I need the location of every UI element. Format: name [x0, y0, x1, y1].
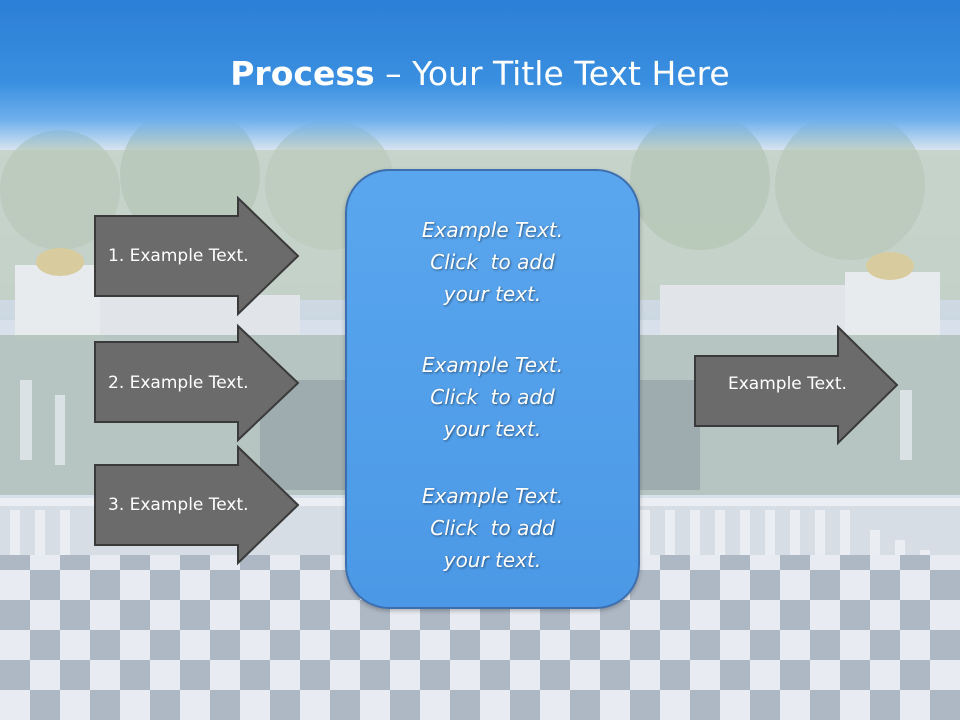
output-arrow-label: Example Text.	[728, 374, 847, 394]
arrow-label-1: 1. Example Text.	[108, 246, 249, 266]
arrow-shape	[94, 195, 300, 317]
center-text-2: Example Text. Click to add your text.	[421, 353, 564, 441]
title-bold: Process	[230, 54, 375, 93]
arrow-label-2: 2. Example Text.	[108, 373, 249, 393]
title-rest: – Your Title Text Here	[374, 54, 730, 93]
process-arrow-2[interactable]: 2. Example Text.	[94, 323, 300, 443]
center-text-1: Example Text. Click to add your text.	[421, 218, 564, 306]
process-arrow-1[interactable]: 1. Example Text.	[94, 195, 300, 317]
center-text-3: Example Text. Click to add your text.	[421, 484, 564, 572]
process-arrow-3[interactable]: 3. Example Text.	[94, 444, 300, 566]
arrow-shape	[94, 444, 300, 566]
header-band	[0, 0, 960, 150]
center-text-box[interactable]: Example Text. Click to add your text. Ex…	[345, 169, 640, 609]
arrow-shape	[94, 323, 300, 443]
output-arrow[interactable]: Example Text.	[694, 324, 900, 446]
arrow-label-3: 3. Example Text.	[108, 495, 249, 515]
slide-title[interactable]: Process – Your Title Text Here	[0, 52, 960, 96]
arrow-shape	[694, 324, 899, 446]
